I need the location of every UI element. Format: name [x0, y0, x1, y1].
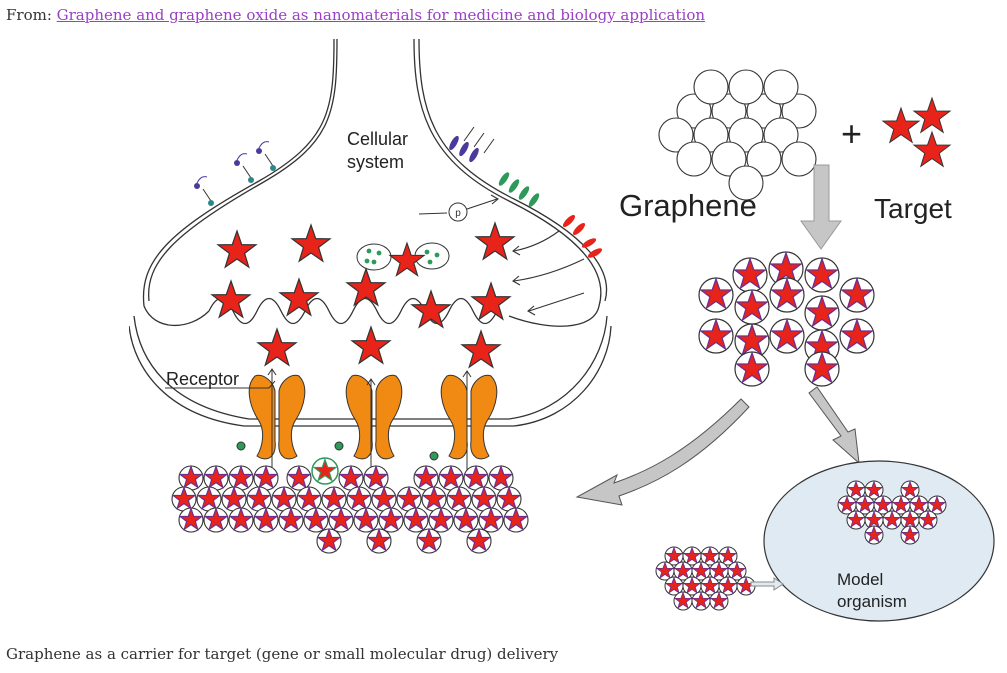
source-article-link[interactable]: Graphene and graphene oxide as nanomater…: [56, 6, 706, 24]
phosphate-p: p: [448, 202, 468, 222]
bottom-graphene-cluster: [172, 457, 528, 553]
label-model-organism-2: organism: [837, 592, 907, 611]
loading-arrow: [800, 164, 842, 250]
vesicles: [356, 242, 450, 271]
pristine-graphene: [658, 69, 817, 201]
external-graphene-cluster: [656, 547, 784, 610]
receptors: [236, 368, 498, 471]
figure-caption: Graphene as a carrier for target (gene o…: [6, 645, 559, 663]
target-stars: [882, 97, 951, 168]
internal-arrows: [418, 194, 585, 316]
presynaptic-membrane: [142, 38, 608, 327]
released-targets: [211, 222, 515, 369]
label-model-organism-1: Model: [837, 570, 883, 589]
source-prefix: From:: [6, 6, 57, 24]
membrane-proteins-left: [194, 141, 276, 206]
model-organism: Model organism: [763, 460, 995, 622]
figure-source-line: From: Graphene and graphene oxide as nan…: [6, 6, 705, 24]
svg-text:p: p: [455, 208, 461, 219]
label-target: Target: [874, 193, 952, 224]
label-plus: +: [841, 113, 862, 154]
delivery-arrow-left: [575, 398, 750, 506]
ion-channels: [449, 126, 603, 258]
figure-illustration: p: [128, 31, 999, 631]
label-receptor: Receptor: [166, 369, 239, 389]
label-cellular-system-1: Cellular: [347, 129, 408, 149]
label-cellular-system-2: system: [347, 152, 404, 172]
loaded-graphene-cluster: [699, 252, 874, 386]
label-graphene: Graphene: [619, 188, 757, 223]
postsynaptic-membrane: [128, 315, 612, 427]
delivery-arrow-organism: [808, 386, 860, 465]
